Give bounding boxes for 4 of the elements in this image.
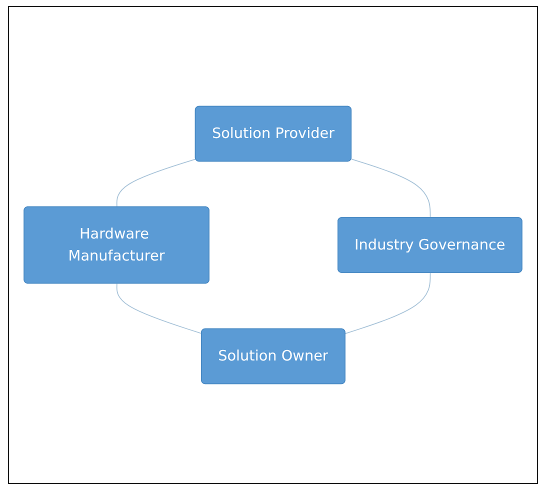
connector bbox=[350, 158, 431, 218]
connector bbox=[344, 272, 431, 334]
connector bbox=[116, 283, 202, 334]
connector bbox=[116, 158, 196, 208]
